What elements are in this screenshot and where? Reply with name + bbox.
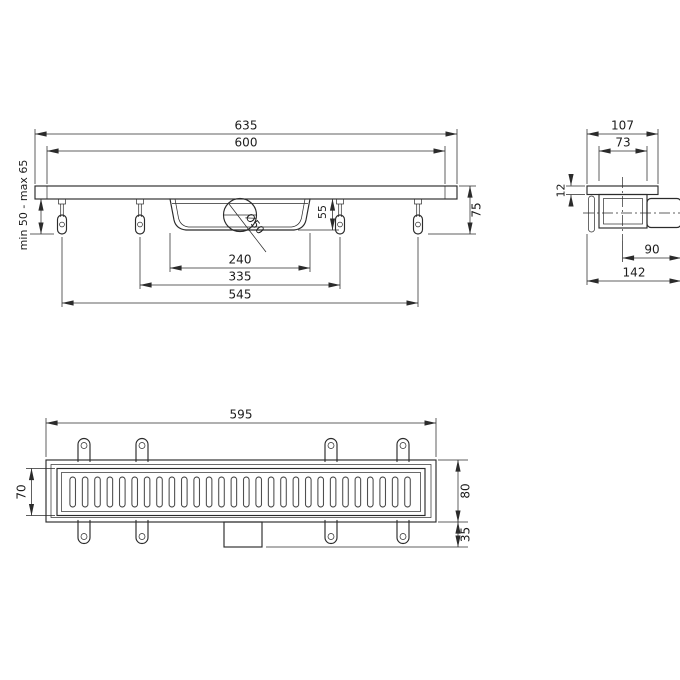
mounting-tab: [396, 519, 410, 545]
mounting-tab: [135, 437, 149, 463]
mounting-tab: [396, 437, 410, 463]
dim-107-label: 107: [611, 119, 634, 133]
dim-545: 545: [61, 237, 419, 307]
side-view: 107 73 12 90 142: [555, 119, 680, 285]
dim-90: 90: [622, 241, 680, 262]
mounting-tab: [135, 519, 149, 545]
dim-35-label: 35: [459, 527, 473, 542]
dim-545-label: 545: [229, 288, 252, 302]
dim-55: 55: [298, 198, 339, 231]
dim-55-label: 55: [316, 205, 329, 219]
dim-335-label: 335: [229, 270, 252, 284]
dim-80-label: 80: [459, 483, 473, 498]
mounting-tab: [324, 519, 338, 545]
dim-73-label: 73: [615, 136, 630, 150]
front-view: 635 600 75 min 50 - max 65 55 Ø50: [17, 119, 484, 307]
dim-595-label: 595: [230, 408, 253, 422]
dim-600-label: 600: [235, 136, 258, 150]
dim-12-label: 12: [555, 184, 568, 198]
dim-595: 595: [45, 408, 437, 457]
dim-600: 600: [46, 136, 446, 184]
side-body: [598, 193, 648, 229]
dim-min-max: min 50 - max 65: [17, 160, 54, 251]
mounting-leg: [134, 198, 146, 235]
grate-frame: [56, 467, 426, 517]
diameter-leader-line: [228, 203, 267, 253]
mounting-legs: [56, 198, 424, 235]
dim-240: 240: [169, 233, 311, 272]
grate-slots: [66, 476, 414, 508]
dim-min-max-label: min 50 - max 65: [17, 160, 30, 251]
dim-107: 107: [586, 119, 659, 184]
dim-75: 75: [428, 185, 484, 235]
dim-75-label: 75: [470, 202, 484, 217]
dim-70-label: 70: [15, 484, 29, 499]
dim-80: 80: [438, 459, 473, 523]
mounting-leg: [334, 198, 346, 235]
mounting-tab: [77, 437, 91, 463]
side-leg: [588, 195, 595, 233]
dim-12: 12: [555, 174, 585, 207]
dim-70: 70: [15, 468, 55, 516]
drain-sump: [169, 197, 311, 253]
dim-35: 35: [266, 521, 473, 548]
top-view: 595 70 80 35: [15, 408, 473, 548]
channel-flange: [34, 185, 458, 200]
dim-240-label: 240: [229, 253, 252, 267]
bottom-outlet-stub: [223, 521, 263, 548]
dim-635-label: 635: [235, 119, 258, 133]
mounting-leg: [412, 198, 424, 235]
mounting-tab: [77, 519, 91, 545]
dim-90-label: 90: [644, 243, 659, 257]
dim-335: 335: [139, 237, 341, 289]
dim-142: 142: [586, 234, 680, 285]
mounting-tab: [324, 437, 338, 463]
dim-635: 635: [34, 119, 458, 184]
dim-73: 73: [598, 136, 648, 181]
mounting-leg: [56, 198, 68, 235]
dim-142-label: 142: [623, 266, 646, 280]
